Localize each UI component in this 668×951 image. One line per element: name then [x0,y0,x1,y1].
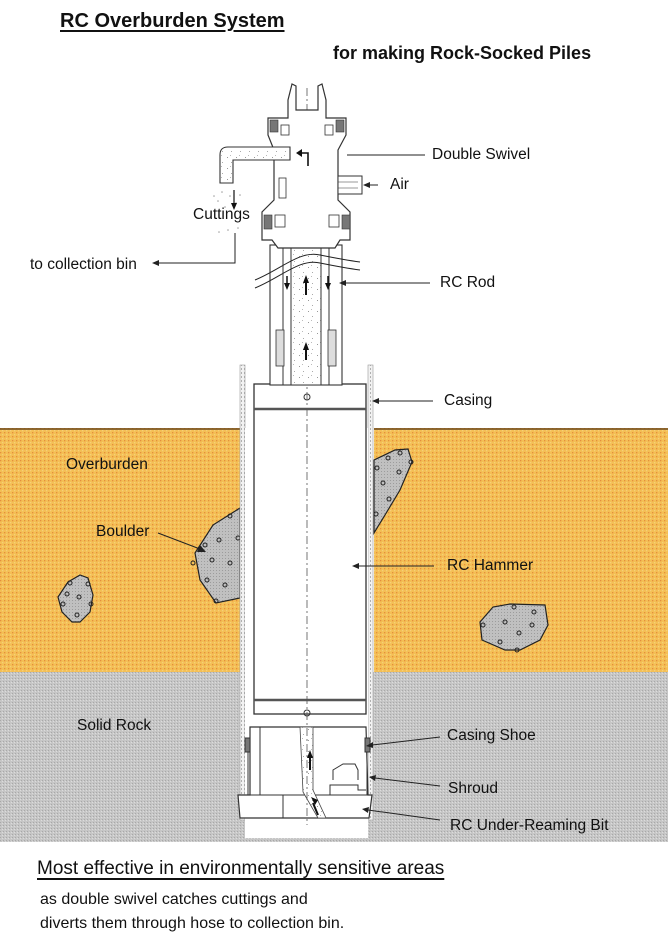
footer-line-1: as double swivel catches cuttings and [40,891,308,908]
leader-lines [152,154,441,821]
label-casing-shoe: Casing Shoe [447,727,536,744]
rc-hammer [253,383,367,717]
label-boulder: Boulder [96,523,150,540]
label-rc-under-reaming-bit: RC Under-Reaming Bit [450,817,609,834]
label-rc-hammer: RC Hammer [447,557,534,574]
cuttings-spray [213,191,241,233]
double-swivel [219,83,363,249]
label-rc-rod: RC Rod [440,274,496,291]
cuttings-arrow-icon [231,203,237,210]
boulder-left-small [57,574,94,623]
boulder-right [479,603,549,653]
casing-wall-left [239,364,246,821]
boulder-right-edge [373,448,414,536]
label-cuttings: Cuttings [193,206,250,223]
label-overburden: Overburden [66,456,148,473]
label-solid-rock: Solid Rock [77,717,152,734]
footer-heading: Most effective in environmentally sensit… [37,858,445,879]
rc-under-reaming-bit [237,726,373,819]
label-shroud: Shroud [448,780,498,797]
diagram-subtitle: for making Rock-Socked Piles [333,43,592,63]
diagram-title: RC Overburden System [60,10,285,32]
label-air: Air [390,176,409,193]
label-to-collection-bin: to collection bin [30,256,137,273]
label-casing: Casing [444,392,493,409]
footer-line-2: diverts them through hose to collection … [40,915,345,932]
label-double-swivel: Double Swivel [432,146,531,163]
